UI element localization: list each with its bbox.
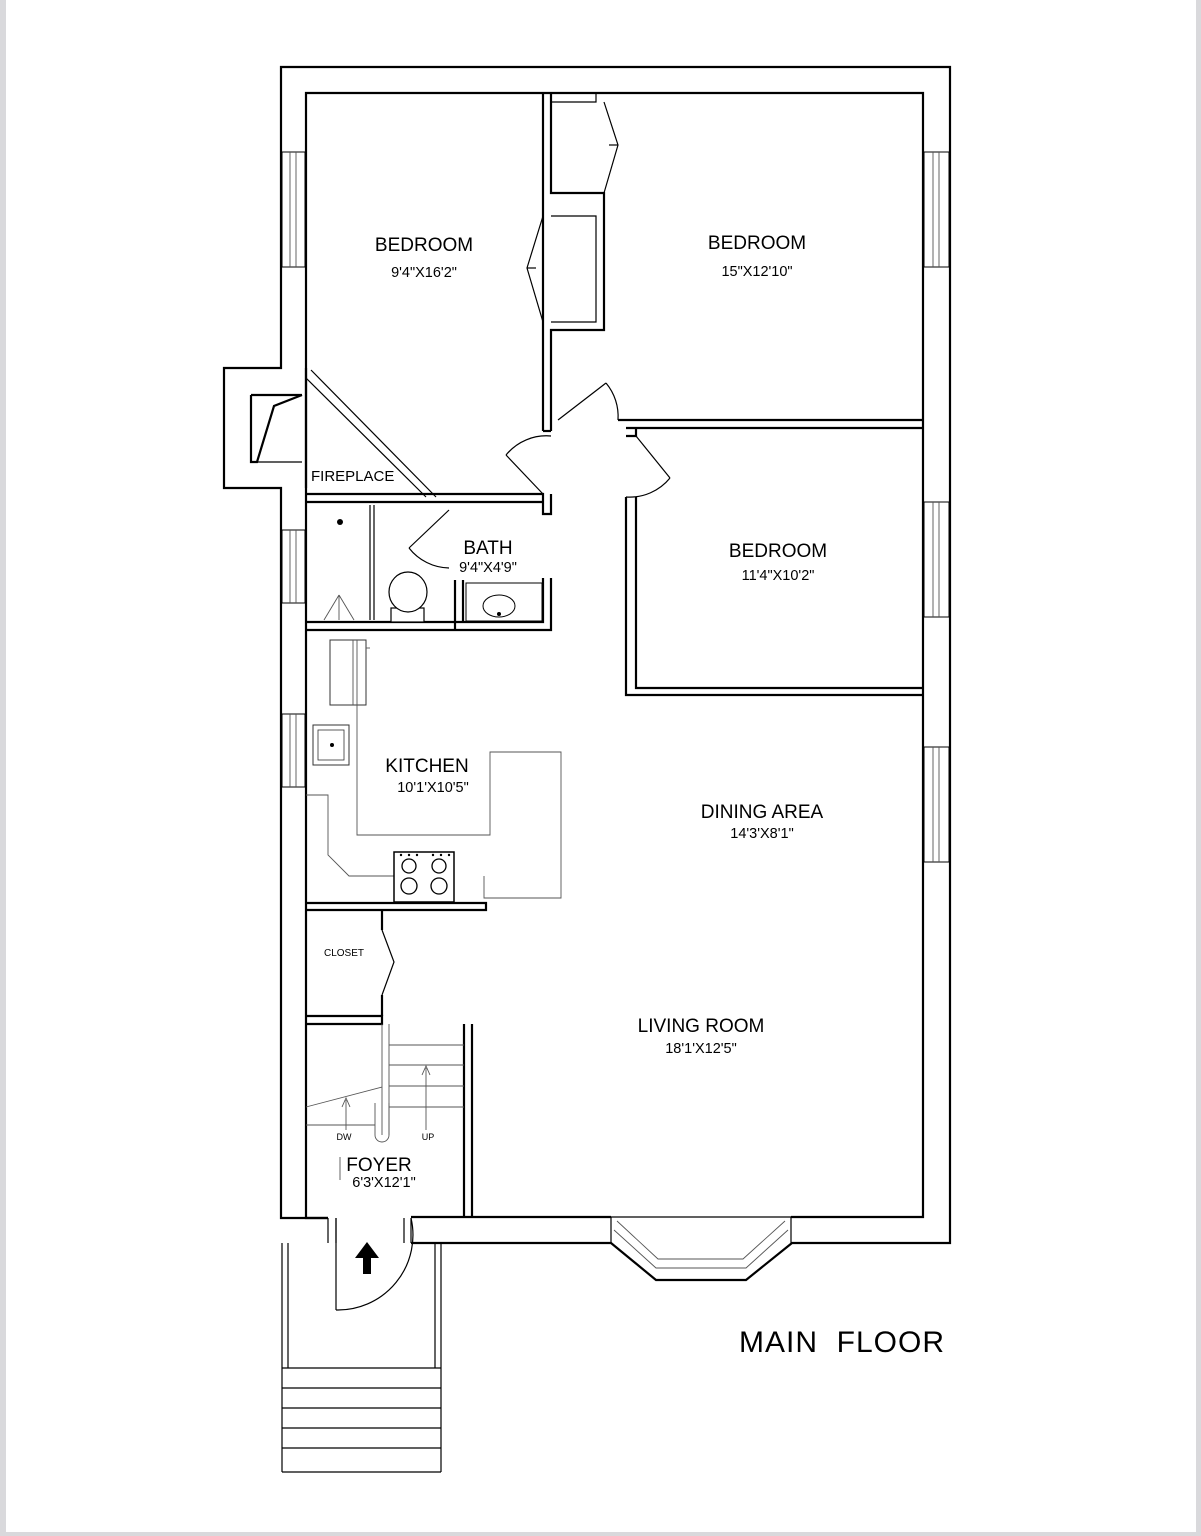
interior-walls [306, 93, 923, 1217]
bath-size: 9'4"X4'9" [459, 560, 517, 576]
kitchen-label: KITCHEN [385, 756, 468, 777]
closet-label: CLOSET [324, 948, 364, 959]
plan-title: MAIN FLOOR [739, 1326, 945, 1359]
dining-area-label: DINING AREA [701, 802, 824, 823]
front-steps [281, 1242, 442, 1473]
living-room-label: LIVING ROOM [638, 1016, 765, 1037]
bedroom-1-size: 9'4"X16'2" [391, 265, 457, 281]
bay-window [613, 1220, 789, 1269]
fireplace-unit [249, 369, 437, 498]
bedroom-1-label: BEDROOM [375, 235, 473, 256]
bedroom-3-label: BEDROOM [729, 541, 827, 562]
stair-down-label: DW [337, 1132, 352, 1142]
fireplace-label: FIREPLACE [311, 468, 394, 485]
bedroom-2-label: BEDROOM [708, 233, 806, 254]
doors [327, 101, 671, 1311]
dining-area-size: 14'3'X8'1" [730, 826, 793, 842]
kitchen-fixtures [306, 639, 562, 903]
windows [281, 151, 950, 863]
living-room-size: 18'1'X12'5" [665, 1041, 737, 1057]
kitchen-size: 10'1'X10'5" [397, 780, 469, 796]
bedroom-2-size: 15"X12'10" [721, 264, 792, 280]
floor-plan-sheet: BEDROOM 9'4"X16'2" BEDROOM 15"X12'10" BE… [6, 0, 1196, 1532]
entry-arrow-icon [355, 1242, 379, 1274]
foyer-size: 6'3'X12'1" [352, 1175, 415, 1191]
floor-plan: BEDROOM 9'4"X16'2" BEDROOM 15"X12'10" BE… [222, 65, 952, 1473]
bedroom-3-size: 11'4"X10'2" [742, 568, 815, 584]
exterior-walls [222, 65, 952, 1282]
bath-fixtures [323, 505, 543, 623]
foyer-label: FOYER [346, 1155, 411, 1176]
stairs [305, 1024, 464, 1180]
stair-up-label: UP [422, 1132, 435, 1142]
room-labels: BEDROOM 9'4"X16'2" BEDROOM 15"X12'10" BE… [311, 233, 945, 1359]
bath-label: BATH [463, 538, 512, 559]
